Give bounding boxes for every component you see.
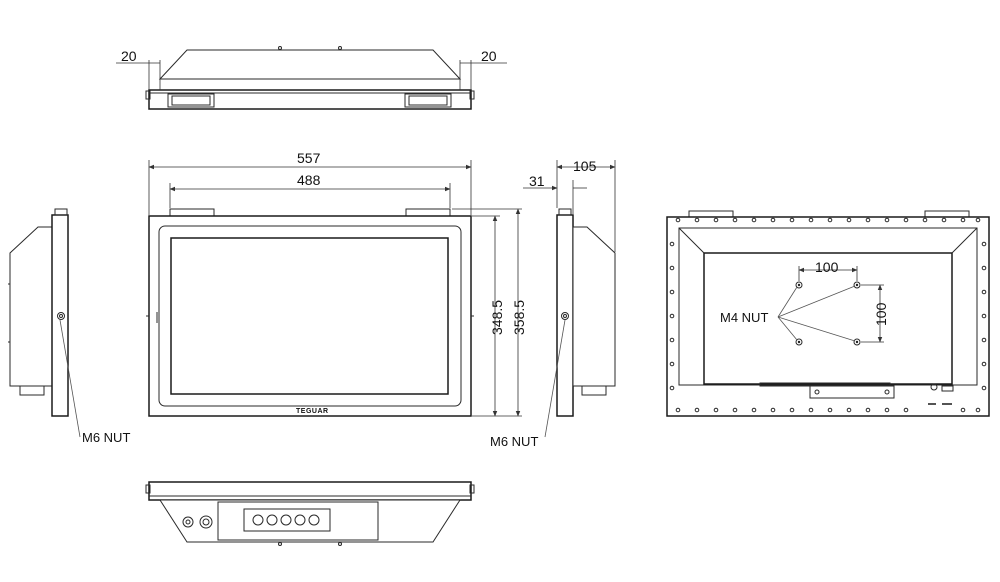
dim-width-inner: 488	[297, 172, 321, 188]
dim-width-overall: 557	[297, 150, 321, 166]
top-dim-right: 20	[481, 48, 497, 64]
rear-view: M4 NUT 100 100	[666, 210, 990, 417]
left-nut-label: M6 NUT	[82, 430, 130, 445]
right-side-view: 105 31 M6 NUT	[490, 158, 616, 449]
dim-depth-total: 105	[573, 158, 597, 174]
left-side-view: M6 NUT	[8, 208, 130, 445]
dim-depth-bezel: 31	[529, 173, 545, 189]
rear-perimeter-screws	[669, 217, 987, 413]
top-dim-left: 20	[121, 48, 137, 64]
vesa-dim-horizontal: 100	[815, 259, 839, 275]
vesa-dim-vertical: 100	[873, 302, 889, 326]
dim-height-inner: 348.5	[489, 300, 505, 335]
front-view: TEGUAR 557 488 348.5 358.5	[146, 150, 527, 417]
dim-height-overall: 358.5	[511, 300, 527, 335]
right-nut-label: M6 NUT	[490, 434, 538, 449]
bottom-view	[145, 481, 475, 546]
brand-label: TEGUAR	[296, 408, 329, 415]
top-view: 20 20	[116, 46, 507, 110]
vesa-nut-label: M4 NUT	[720, 310, 768, 325]
